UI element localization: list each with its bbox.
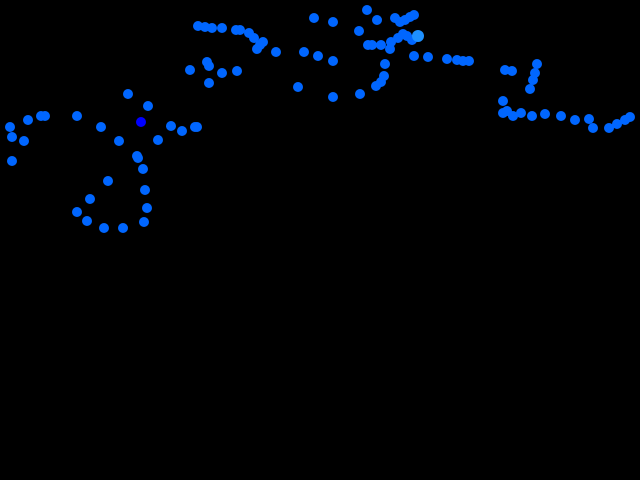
dot <box>5 122 15 132</box>
dot <box>103 176 113 186</box>
dot <box>508 111 518 121</box>
dot <box>625 112 635 122</box>
dot <box>507 66 517 76</box>
dot <box>96 122 106 132</box>
dot <box>570 115 580 125</box>
dot <box>133 153 143 163</box>
dot <box>258 37 268 47</box>
dot <box>204 61 214 71</box>
dot <box>362 5 372 15</box>
dot <box>140 185 150 195</box>
dot <box>299 47 309 57</box>
dot <box>217 68 227 78</box>
dot <box>442 54 452 64</box>
dot <box>328 56 338 66</box>
dot <box>166 121 176 131</box>
dot <box>85 194 95 204</box>
dot <box>252 44 262 54</box>
dot <box>139 217 149 227</box>
dot <box>138 164 148 174</box>
dot <box>249 33 259 43</box>
dot <box>584 114 594 124</box>
dot <box>516 108 526 118</box>
dot <box>525 84 535 94</box>
dot <box>293 82 303 92</box>
dot <box>355 89 365 99</box>
dot <box>328 17 338 27</box>
dot <box>530 68 540 78</box>
active-dot <box>136 117 146 127</box>
dot <box>423 52 433 62</box>
dot <box>376 40 386 50</box>
dot <box>7 132 17 142</box>
dot <box>372 15 382 25</box>
dot <box>207 23 217 33</box>
dot <box>235 25 245 35</box>
dot <box>540 109 550 119</box>
dot <box>99 223 109 233</box>
dot <box>72 111 82 121</box>
dot <box>313 51 323 61</box>
dot <box>82 216 92 226</box>
dot <box>40 111 50 121</box>
dot <box>409 10 419 20</box>
dot <box>185 65 195 75</box>
dot <box>142 203 152 213</box>
highlighted-dot <box>412 30 424 42</box>
dot <box>379 71 389 81</box>
dot <box>271 47 281 57</box>
dot <box>23 115 33 125</box>
dot <box>177 126 187 136</box>
dot <box>328 92 338 102</box>
dot <box>604 123 614 133</box>
dot <box>409 51 419 61</box>
dot <box>72 207 82 217</box>
dot <box>7 156 17 166</box>
dot <box>204 78 214 88</box>
dot <box>464 56 474 66</box>
dot <box>532 59 542 69</box>
dot <box>588 123 598 133</box>
dot <box>143 101 153 111</box>
dot <box>367 40 377 50</box>
dot <box>309 13 319 23</box>
dot <box>153 135 163 145</box>
dot <box>217 23 227 33</box>
dot <box>118 223 128 233</box>
dot <box>114 136 124 146</box>
dot <box>380 59 390 69</box>
dot <box>498 96 508 106</box>
dot <box>232 66 242 76</box>
dot <box>612 119 622 129</box>
dot <box>527 111 537 121</box>
dot <box>123 89 133 99</box>
dot <box>556 111 566 121</box>
dot <box>192 122 202 132</box>
dot <box>354 26 364 36</box>
dot <box>19 136 29 146</box>
